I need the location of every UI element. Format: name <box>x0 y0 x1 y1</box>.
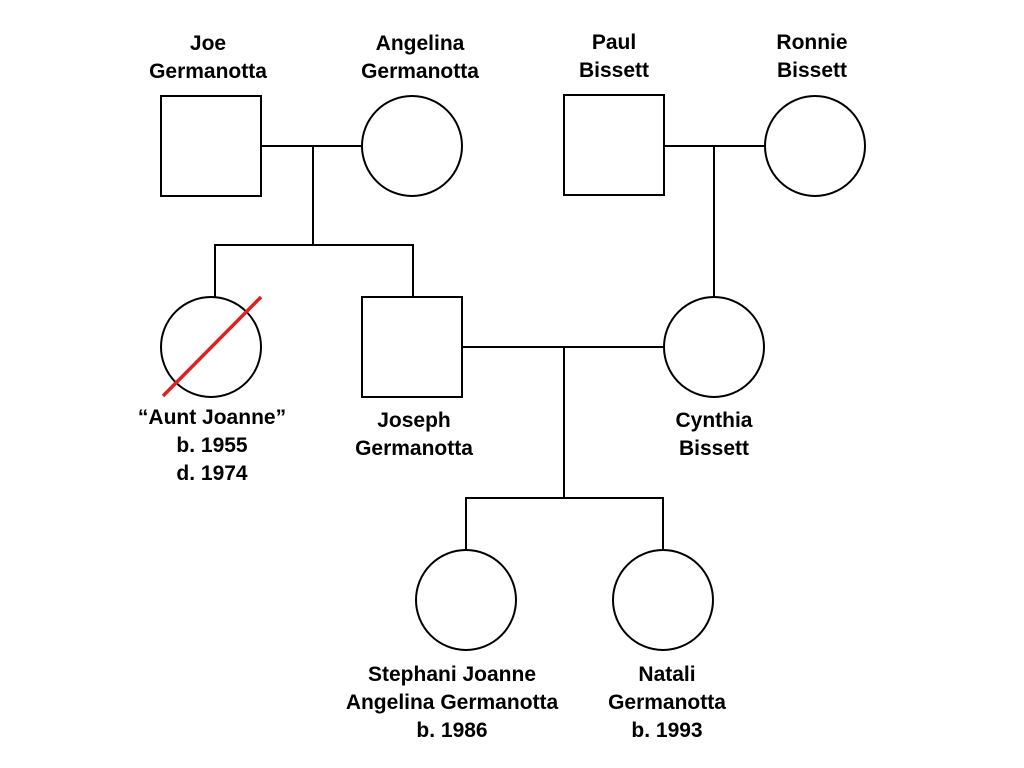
label-joseph-germanotta: Joseph Germanotta <box>284 407 544 463</box>
male-symbol-joseph-germanotta <box>361 296 463 398</box>
label-line: Natali <box>638 663 696 686</box>
label-line: Stephani Joanne <box>367 663 537 686</box>
label-joe-germanotta: Joe Germanotta <box>78 30 338 86</box>
female-symbol-cynthia-bissett <box>663 296 765 398</box>
deceased-slash-aunt-joanne <box>161 295 263 398</box>
male-symbol-joe-germanotta <box>160 95 262 197</box>
label-line: Germanotta <box>355 437 473 460</box>
label-stephani-germanotta: Stephani Joanne Angelina Germanotta b. 1… <box>322 661 582 745</box>
label-line: b. 1993 <box>631 719 703 742</box>
male-symbol-paul-bissett <box>563 94 665 196</box>
label-line: Germanotta <box>361 60 479 83</box>
female-symbol-natali-germanotta <box>612 549 714 651</box>
sibship-line-germanotta <box>214 244 414 298</box>
label-line: Bissett <box>578 59 650 82</box>
label-line: “Aunt Joanne” <box>137 406 287 429</box>
female-symbol-stephani-germanotta <box>415 549 517 651</box>
label-line: Bissett <box>678 437 750 460</box>
label-line: Bissett <box>776 59 848 82</box>
label-natali-germanotta: Natali Germanotta b. 1993 <box>537 661 797 745</box>
label-line: Cynthia <box>675 409 753 432</box>
sibship-line-children <box>465 497 664 550</box>
connection-lines <box>214 145 766 550</box>
label-line: d. 1974 <box>176 462 248 485</box>
label-line: Angelina Germanotta <box>345 691 559 714</box>
label-paul-bissett: Paul Bissett <box>484 29 744 85</box>
label-line: Joseph <box>377 409 451 432</box>
female-symbol-angelina-germanotta <box>361 95 463 197</box>
label-cynthia-bissett: Cynthia Bissett <box>584 407 844 463</box>
label-line: Joe <box>189 32 227 55</box>
label-angelina-germanotta: Angelina Germanotta <box>290 30 550 86</box>
label-aunt-joanne: “Aunt Joanne” b. 1955 d. 1974 <box>82 404 342 488</box>
label-ronnie-bissett: Ronnie Bissett <box>682 29 942 85</box>
label-line: Angelina <box>375 32 465 55</box>
label-line: Paul <box>591 31 637 54</box>
label-line: b. 1986 <box>416 719 488 742</box>
female-symbol-ronnie-bissett <box>764 95 866 197</box>
label-line: b. 1955 <box>176 434 248 457</box>
label-line: Ronnie <box>776 31 848 54</box>
label-line: Germanotta <box>608 691 726 714</box>
label-line: Germanotta <box>149 60 267 83</box>
